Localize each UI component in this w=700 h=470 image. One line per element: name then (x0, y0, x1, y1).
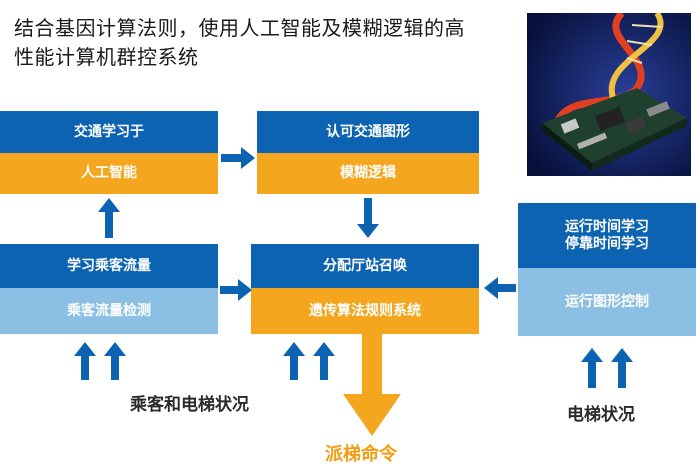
box-hall-call-allocation-label: 分配厅站召唤 (323, 257, 407, 274)
box-passenger-flow-learning-header: 学习乘客流量 (0, 244, 218, 288)
box-ai-body: 人工智能 (0, 153, 218, 194)
box-hall-call-allocation-header: 分配厅站召唤 (251, 244, 479, 288)
circuit-board-dna-image (527, 13, 691, 176)
box-run-time-learning-label: 运行时间学习 (565, 218, 649, 235)
box-genetic-algorithm-body: 遗传算法规则系统 (251, 288, 479, 334)
passenger-elevator-status-label: 乘客和电梯状况 (130, 395, 249, 415)
arrow-up-icon (611, 348, 633, 388)
dispatch-arrow-down-icon (343, 334, 401, 436)
circuit-board-dna-illustration (527, 13, 691, 176)
box-dwell-time-learning-label: 停靠时间学习 (565, 235, 649, 252)
arrow-up-icon (98, 198, 120, 238)
box-fuzzy-logic-body: 模糊逻辑 (257, 153, 479, 194)
title-line-2: 性能计算机群控系统 (14, 45, 199, 69)
elevator-status-label: 电梯状况 (567, 405, 635, 425)
box-traffic-learning-header: 交通学习于 (0, 111, 218, 153)
arrow-right-icon (221, 147, 255, 169)
box-traffic-pattern-label: 认可交通图形 (326, 123, 410, 140)
box-run-pattern-control-label: 运行图形控制 (565, 293, 649, 310)
arrow-up-icon (74, 342, 96, 380)
arrow-up-icon (104, 342, 126, 380)
box-run-time-learning-header: 运行时间学习 停靠时间学习 (518, 203, 696, 268)
arrow-up-icon (581, 348, 603, 388)
arrow-right-icon (220, 279, 252, 301)
box-fuzzy-logic-label: 模糊逻辑 (340, 165, 396, 181)
box-run-pattern-control-body: 运行图形控制 (518, 268, 696, 336)
box-passenger-flow-detection-label: 乘客流量检测 (67, 302, 151, 319)
diagram-title: 结合基因计算法则，使用人工智能及模糊逻辑的高 性能计算机群控系统 (14, 14, 494, 72)
dispatch-command-label: 派梯命令 (325, 444, 397, 465)
box-genetic-algorithm-label: 遗传算法规则系统 (309, 302, 421, 319)
arrow-left-icon (484, 277, 516, 299)
box-traffic-learning-label: 交通学习于 (74, 123, 144, 140)
arrow-down-icon (357, 198, 379, 238)
arrow-up-icon (313, 342, 335, 380)
box-passenger-flow-learning-label: 学习乘客流量 (67, 257, 151, 274)
box-traffic-pattern-header: 认可交通图形 (257, 111, 479, 153)
title-line-1: 结合基因计算法则，使用人工智能及模糊逻辑的高 (14, 16, 465, 40)
box-ai-label: 人工智能 (81, 165, 137, 181)
box-passenger-flow-detection-body: 乘客流量检测 (0, 288, 218, 334)
arrow-up-icon (283, 342, 305, 380)
